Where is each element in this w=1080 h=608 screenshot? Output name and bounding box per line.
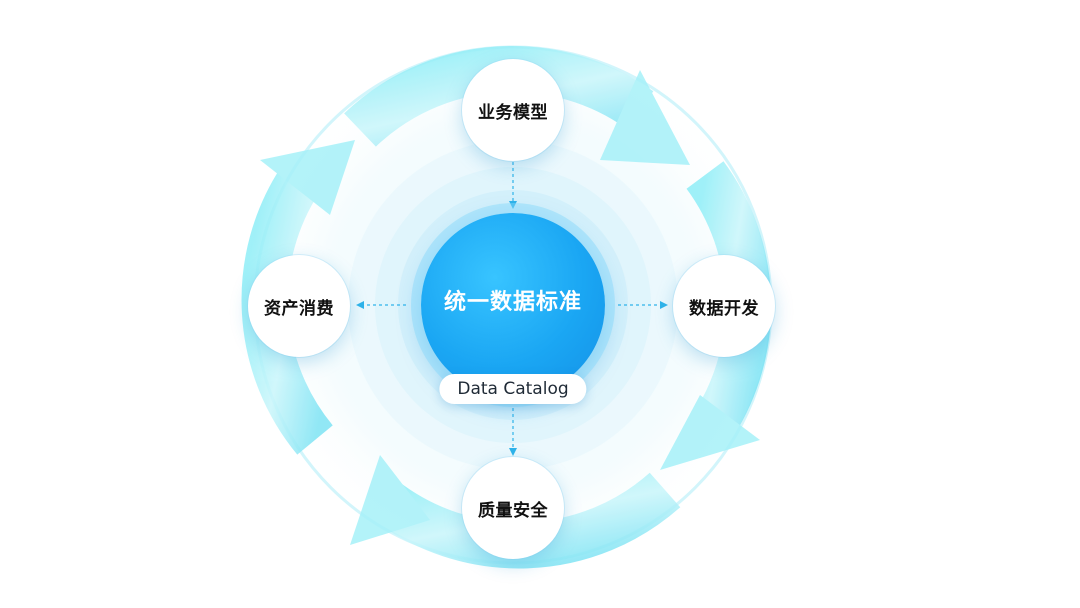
node-data-development: 数据开发 bbox=[673, 255, 775, 357]
band-arrow-bottom bbox=[350, 455, 430, 545]
band-arrow-top bbox=[600, 70, 690, 165]
data-catalog-badge: Data Catalog bbox=[439, 374, 587, 404]
data-catalog-label: Data Catalog bbox=[457, 379, 569, 399]
node-quality-security-label: 质量安全 bbox=[478, 500, 548, 521]
node-data-development-label: 数据开发 bbox=[689, 298, 759, 319]
node-business-model: 业务模型 bbox=[462, 59, 564, 161]
node-quality-security: 质量安全 bbox=[462, 457, 564, 559]
center-title: 统一数据标准 bbox=[443, 290, 582, 315]
center-hub: 统一数据标准 bbox=[421, 213, 605, 397]
node-asset-consumption: 资产消费 bbox=[248, 255, 350, 357]
node-business-model-label: 业务模型 bbox=[478, 102, 548, 123]
band-arrow-right bbox=[660, 395, 760, 470]
band-arrow-left bbox=[260, 140, 355, 215]
node-asset-consumption-label: 资产消费 bbox=[264, 298, 334, 319]
